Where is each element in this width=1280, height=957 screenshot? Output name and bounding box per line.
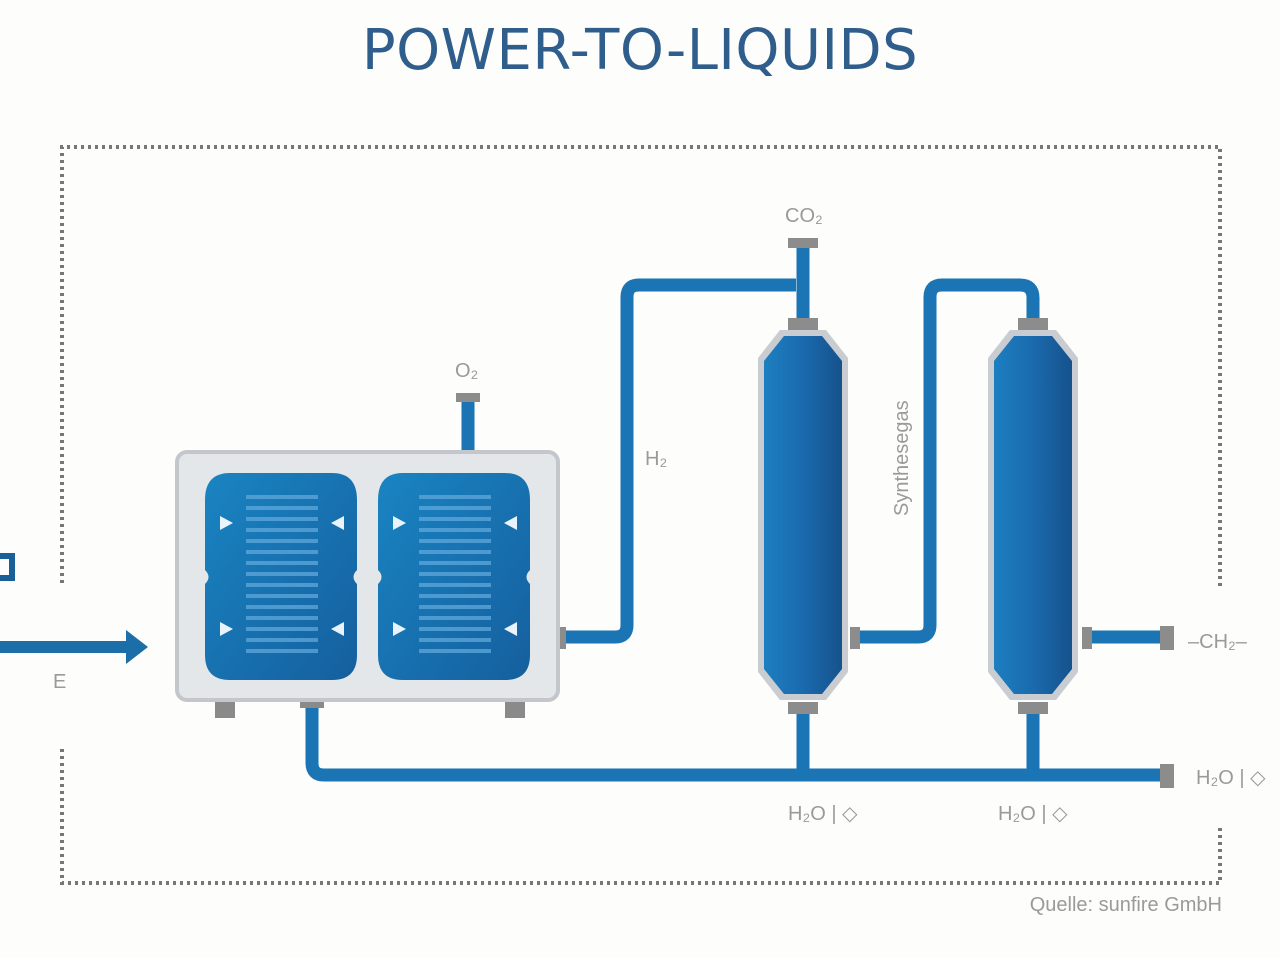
reactor-2: [988, 330, 1078, 700]
reactor-1: [758, 330, 848, 700]
o2-label: O₂: [455, 360, 478, 382]
electrolyzer-stack-2: [378, 473, 530, 680]
water-output-label-2: H₂O | ◇: [998, 803, 1068, 825]
pipes: [305, 245, 1168, 782]
syngas-label: Synthesegas: [891, 400, 913, 516]
water-output-label-1: H₂O | ◇: [788, 803, 858, 825]
co2-label: CO₂: [785, 205, 823, 227]
diagram-title: POWER-TO-LIQUIDS: [361, 18, 919, 83]
energy-label: E: [53, 671, 66, 693]
energy-input-arrow: [0, 630, 148, 664]
electrolyzer: [175, 450, 560, 718]
source-credit: Quelle: sunfire GmbH: [1030, 894, 1222, 916]
water-output-label-3: H₂O | ◇: [1196, 767, 1266, 789]
power-source-icon: [0, 553, 15, 581]
product-label: –CH₂–: [1188, 631, 1248, 653]
electrolyzer-stack-1: [205, 473, 357, 680]
h2-label: H₂: [645, 448, 667, 470]
pipe-flanges: [456, 238, 1174, 788]
system-boundary: [60, 145, 1222, 885]
